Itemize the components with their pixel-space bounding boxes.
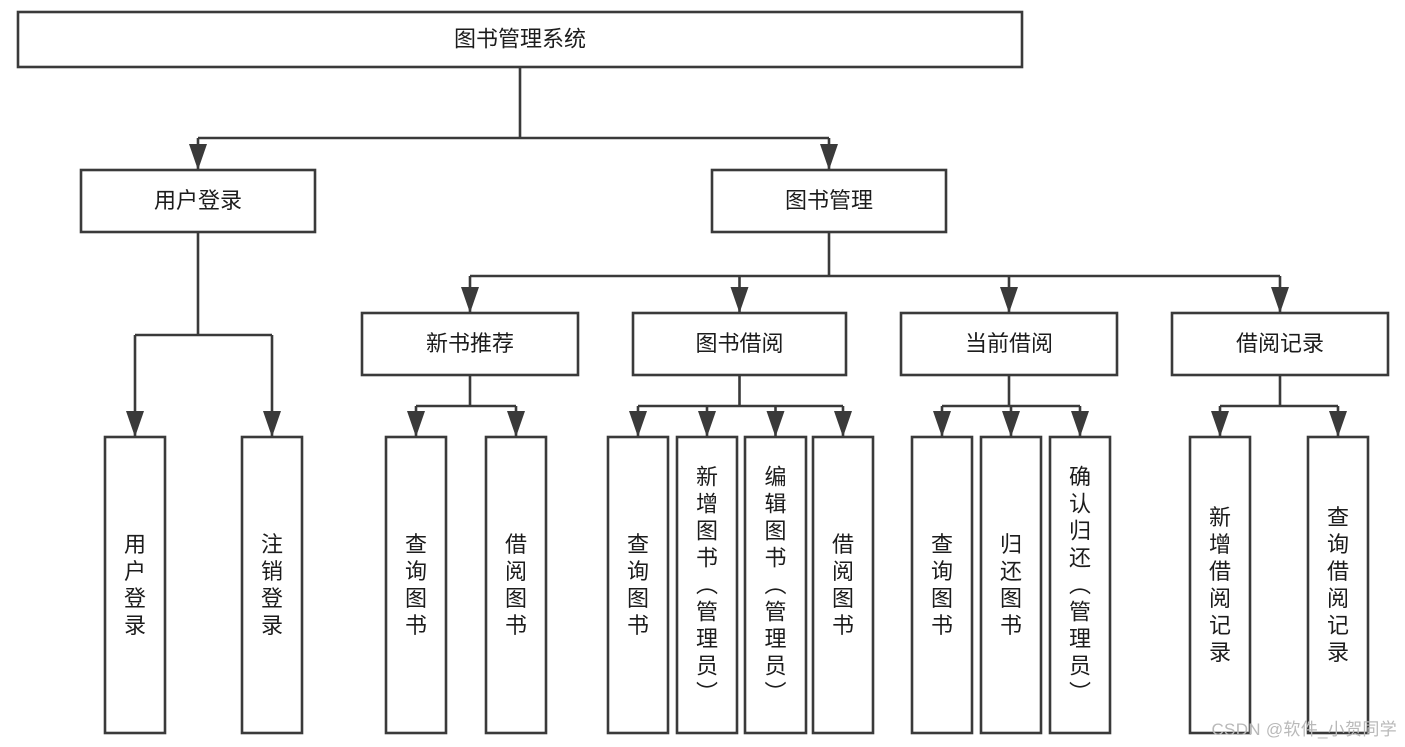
- node-box-leaf4[interactable]: [484, 435, 548, 735]
- node-box-bookmgmt[interactable]: [710, 168, 948, 234]
- node-label-leaf3: 查询图书: [405, 532, 427, 638]
- arrow-head-icon: [834, 411, 852, 437]
- node-box-leaf2[interactable]: [240, 435, 304, 735]
- node-label-login: 用户登录: [154, 188, 242, 213]
- arrow-head-icon: [1329, 411, 1347, 437]
- arrow-head-icon: [461, 287, 479, 313]
- node-leaf6[interactable]: 新增图书︵管理员︶: [675, 435, 739, 735]
- node-box-leaf5[interactable]: [606, 435, 670, 735]
- node-box-leaf12[interactable]: [1188, 435, 1252, 735]
- node-box-leaf9[interactable]: [910, 435, 974, 735]
- node-current[interactable]: 当前借阅: [899, 311, 1119, 377]
- node-box-leaf10[interactable]: [979, 435, 1043, 735]
- node-box-leaf1[interactable]: [103, 435, 167, 735]
- node-leaf7[interactable]: 编辑图书︵管理员︶: [743, 435, 808, 735]
- arrow-head-icon: [820, 144, 838, 170]
- node-label-leaf4: 借阅图书: [505, 532, 527, 638]
- node-label-leaf12: 新增借阅记录: [1209, 505, 1231, 665]
- arrow-head-icon: [933, 411, 951, 437]
- arrow-head-icon: [507, 411, 525, 437]
- arrow-head-icon: [407, 411, 425, 437]
- node-leaf11[interactable]: 确认归还︵管理员︶: [1048, 435, 1112, 735]
- node-login[interactable]: 用户登录: [79, 168, 317, 234]
- node-label-leaf11: 确认归还︵管理员︶: [1069, 465, 1091, 706]
- arrow-head-icon: [698, 411, 716, 437]
- node-label-leaf2: 注销登录: [261, 532, 283, 638]
- arrow-head-icon: [730, 287, 749, 313]
- node-box-leaf8[interactable]: [811, 435, 875, 735]
- connector-lines-group: [126, 67, 1347, 437]
- node-box-leaf11[interactable]: [1048, 435, 1112, 735]
- arrow-head-icon: [1000, 287, 1018, 313]
- node-label-leaf5: 查询图书: [627, 532, 649, 638]
- node-label-leaf7: 编辑图书︵管理员︶: [764, 465, 786, 706]
- node-box-root[interactable]: [16, 10, 1024, 69]
- arrow-head-icon: [766, 411, 785, 437]
- node-label-leaf6: 新增图书︵管理员︶: [696, 465, 718, 706]
- arrow-head-icon: [1271, 287, 1289, 313]
- arrow-head-icon: [189, 144, 207, 170]
- node-leaf2[interactable]: 注销登录: [240, 435, 304, 735]
- node-box-leaf6[interactable]: [675, 435, 739, 735]
- node-borrow[interactable]: 图书借阅: [631, 311, 848, 377]
- node-leaf8[interactable]: 借阅图书: [811, 435, 875, 735]
- arrow-head-icon: [1211, 411, 1229, 437]
- node-leaf9[interactable]: 查询图书: [910, 435, 974, 735]
- node-box-records[interactable]: [1170, 311, 1390, 377]
- node-label-current: 当前借阅: [965, 331, 1053, 356]
- node-records[interactable]: 借阅记录: [1170, 311, 1390, 377]
- node-root[interactable]: 图书管理系统: [16, 10, 1024, 69]
- node-box-borrow[interactable]: [631, 311, 848, 377]
- node-leaf13[interactable]: 查询借阅记录: [1306, 435, 1370, 735]
- arrow-head-icon: [1071, 411, 1089, 437]
- node-box-newbook[interactable]: [360, 311, 580, 377]
- node-label-leaf10: 归还图书: [1000, 532, 1022, 638]
- node-box-current[interactable]: [899, 311, 1119, 377]
- arrow-head-icon: [126, 411, 144, 437]
- node-box-leaf13[interactable]: [1306, 435, 1370, 735]
- arrow-head-icon: [629, 411, 647, 437]
- node-label-records: 借阅记录: [1236, 331, 1324, 356]
- node-boxes-group: 图书管理系统用户登录图书管理新书推荐图书借阅当前借阅借阅记录用户登录注销登录查询…: [16, 10, 1390, 735]
- node-leaf12[interactable]: 新增借阅记录: [1188, 435, 1252, 735]
- node-label-leaf13: 查询借阅记录: [1327, 505, 1349, 665]
- node-label-newbook: 新书推荐: [426, 331, 514, 356]
- node-label-bookmgmt: 图书管理: [785, 188, 873, 213]
- node-label-leaf1: 用户登录: [124, 532, 146, 638]
- node-box-leaf7[interactable]: [743, 435, 808, 735]
- node-label-borrow: 图书借阅: [695, 331, 783, 356]
- node-leaf4[interactable]: 借阅图书: [484, 435, 548, 735]
- node-leaf1[interactable]: 用户登录: [103, 435, 167, 735]
- node-label-root: 图书管理系统: [454, 26, 586, 51]
- node-label-leaf9: 查询图书: [931, 532, 953, 638]
- node-leaf3[interactable]: 查询图书: [384, 435, 448, 735]
- arrow-head-icon: [263, 411, 281, 437]
- node-box-login[interactable]: [79, 168, 317, 234]
- node-bookmgmt[interactable]: 图书管理: [710, 168, 948, 234]
- arrow-head-icon: [1002, 411, 1020, 437]
- node-newbook[interactable]: 新书推荐: [360, 311, 580, 377]
- node-leaf5[interactable]: 查询图书: [606, 435, 670, 735]
- node-box-leaf3[interactable]: [384, 435, 448, 735]
- node-leaf10[interactable]: 归还图书: [979, 435, 1043, 735]
- node-label-leaf8: 借阅图书: [832, 532, 854, 638]
